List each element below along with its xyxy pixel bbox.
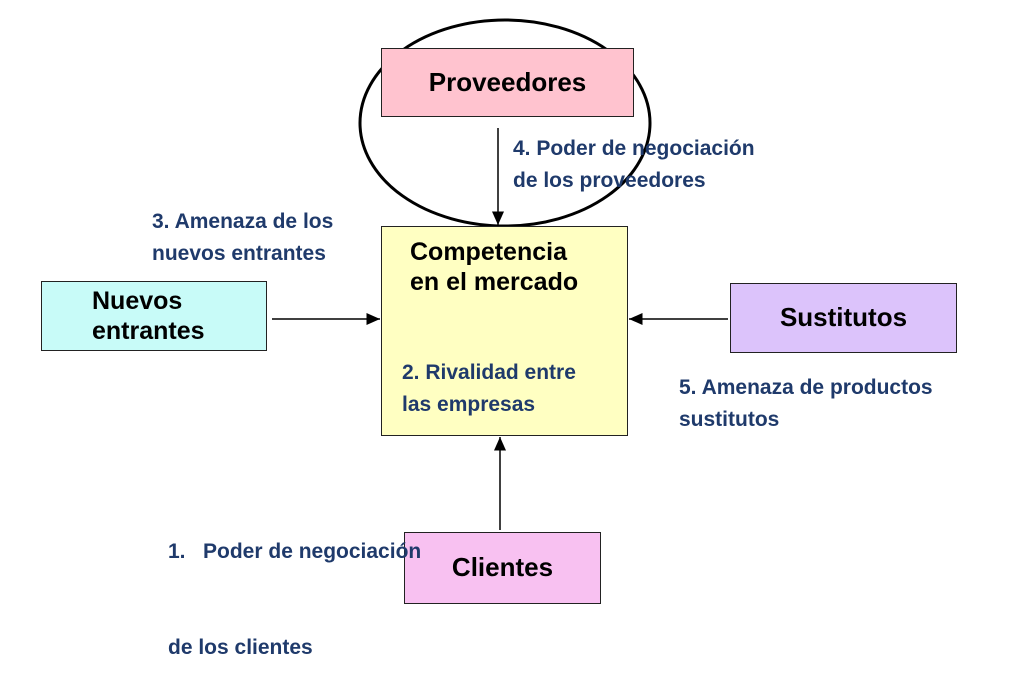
suppliers-force-line1: 4. Poder de negociación <box>513 137 755 160</box>
clients-force-label: 1. Poder de negociación de los clientes <box>168 472 421 696</box>
nuevos-entrantes-label-1: Nuevos <box>92 287 183 315</box>
suppliers-force-line2: de los proveedores <box>513 169 706 192</box>
proveedores-box: Proveedores <box>381 48 634 117</box>
proveedores-label: Proveedores <box>428 66 587 97</box>
competencia-title-line1: Competencia <box>410 238 567 266</box>
suppliers-force-label: 4. Poder de negociación de los proveedor… <box>513 133 755 197</box>
substitutes-force-label: 5. Amenaza de productos sustitutos <box>679 372 933 436</box>
competencia-title: Competencia en el mercado <box>410 237 578 297</box>
clients-force-line1: 1. Poder de negociación <box>168 540 422 563</box>
new-entrants-force-line1: 3. Amenaza de los <box>152 210 334 233</box>
nuevos-entrantes-label-2: entrantes <box>92 317 205 345</box>
rivalry-label: 2. Rivalidad entre las empresas <box>402 357 576 421</box>
substitutes-force-line2: sustitutos <box>679 408 780 431</box>
clientes-box: Clientes <box>404 532 601 604</box>
clientes-label: Clientes <box>451 552 554 583</box>
competencia-box <box>381 226 628 436</box>
sustitutos-label: Sustitutos <box>779 302 908 333</box>
sustitutos-box: Sustitutos <box>730 283 957 353</box>
rivalry-label-line2: las empresas <box>402 393 536 416</box>
rivalry-label-line1: 2. Rivalidad entre <box>402 361 576 384</box>
new-entrants-force-line2: nuevos entrantes <box>152 242 326 265</box>
competencia-title-line2: en el mercado <box>410 268 579 296</box>
new-entrants-force-label: 3. Amenaza de los nuevos entrantes <box>152 206 333 270</box>
clients-force-line2: de los clientes <box>168 636 313 659</box>
substitutes-force-line1: 5. Amenaza de productos <box>679 376 933 399</box>
nuevos-entrantes-box: Nuevos entrantes <box>41 281 267 351</box>
